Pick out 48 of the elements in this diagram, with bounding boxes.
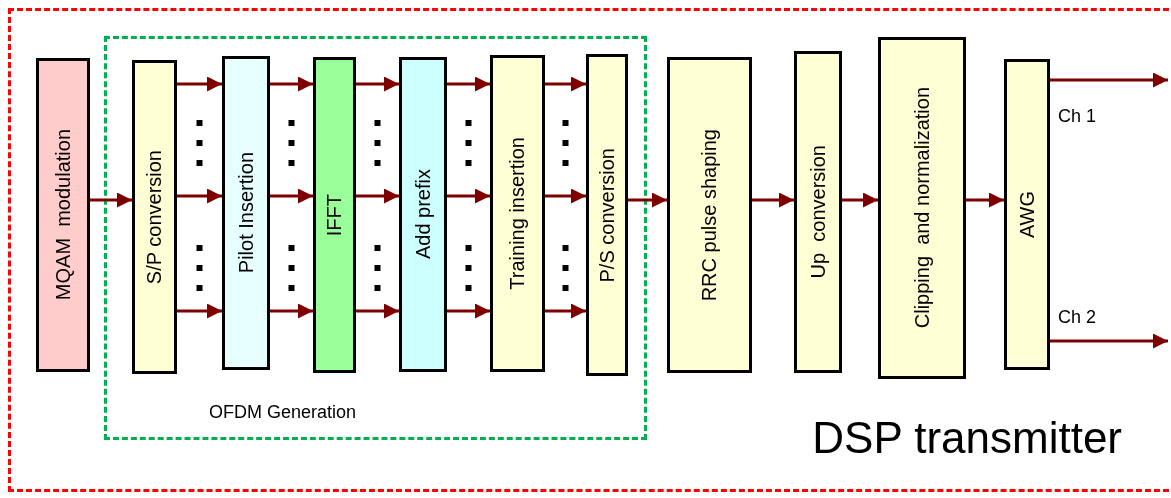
arrow xyxy=(90,192,132,208)
arrow xyxy=(270,188,313,204)
arrow xyxy=(1050,72,1168,88)
block-label: S/P conversion xyxy=(143,149,166,285)
process-box xyxy=(222,56,270,370)
arrow xyxy=(1050,333,1168,349)
block-label: Pilot Insertion xyxy=(234,152,258,274)
block-label: MQAM modulation xyxy=(51,129,75,301)
arrow xyxy=(545,303,586,319)
process-box xyxy=(399,57,447,372)
process-box xyxy=(1004,59,1050,370)
arrow xyxy=(628,192,667,208)
arrow xyxy=(270,303,313,319)
arrow xyxy=(545,76,586,92)
group-title: OFDM Generation xyxy=(209,402,357,423)
arrow xyxy=(177,303,222,319)
block-label: P/S conversion xyxy=(595,147,619,283)
process-box xyxy=(36,58,90,372)
process-box xyxy=(490,55,545,372)
arrow xyxy=(447,76,490,92)
process-box xyxy=(794,51,842,373)
arrow xyxy=(752,192,794,208)
process-box xyxy=(586,54,628,376)
dashed-boundary xyxy=(8,8,1171,492)
dashed-group xyxy=(104,36,647,440)
arrow xyxy=(545,188,586,204)
block-label: Add prefix xyxy=(411,169,435,260)
block-label: Clipping and normalization xyxy=(910,87,934,329)
arrow xyxy=(270,76,313,92)
arrow xyxy=(177,188,222,204)
process-box xyxy=(313,57,356,373)
block-label: Up conversion xyxy=(806,145,830,279)
arrow xyxy=(356,188,399,204)
block-label: RRC pulse shaping xyxy=(698,128,721,302)
process-box xyxy=(667,57,752,373)
arrow xyxy=(966,192,1004,208)
arrow xyxy=(356,76,399,92)
arrow xyxy=(177,76,222,92)
process-box xyxy=(878,37,966,379)
block-label: AWG xyxy=(1015,191,1039,238)
process-box xyxy=(132,60,177,374)
arrow xyxy=(842,192,878,208)
section-title: DSP transmitter xyxy=(812,413,1122,463)
arrow xyxy=(447,188,490,204)
block-label: IFFT xyxy=(323,193,346,237)
arrow xyxy=(447,303,490,319)
arrow xyxy=(356,303,399,319)
block-label: Training insertion xyxy=(506,137,529,290)
